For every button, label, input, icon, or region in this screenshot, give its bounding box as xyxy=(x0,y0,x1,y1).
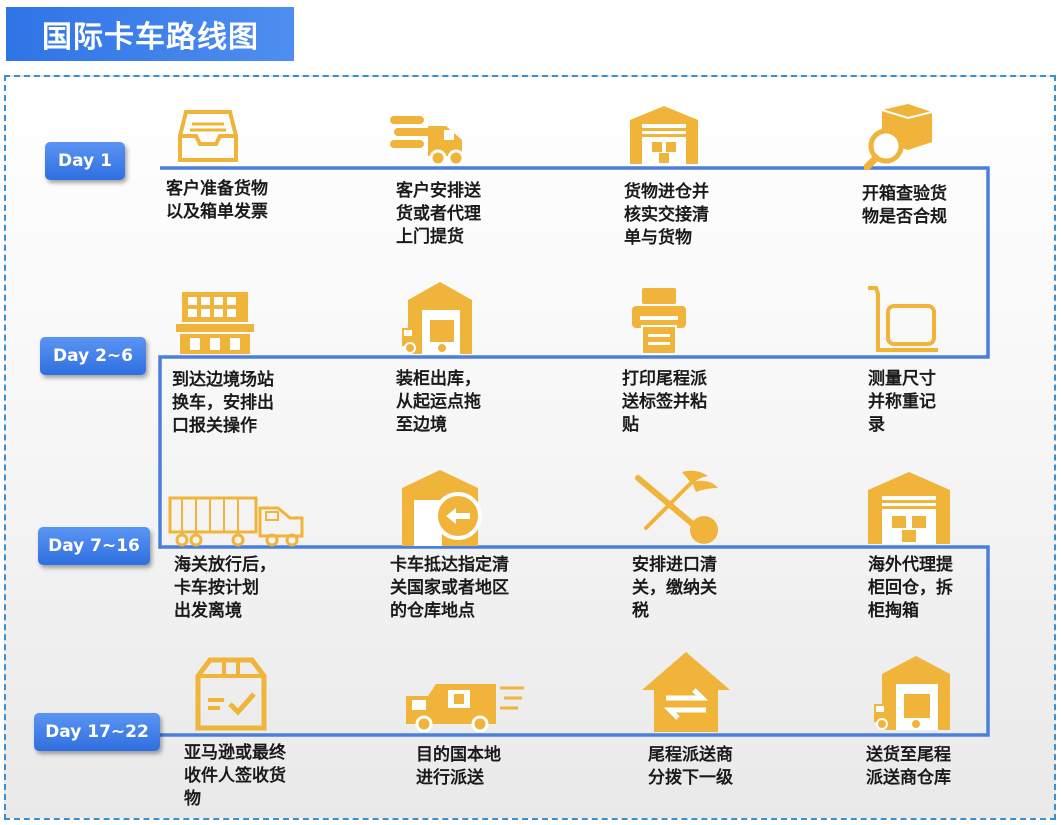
day-7-16-button: Day 7~16 xyxy=(38,527,150,565)
step-label: 送货至尾程 派送商仓库 xyxy=(866,745,951,788)
step-label: 目的国本地 进行派送 xyxy=(416,745,501,788)
scale-dolly-icon xyxy=(868,286,938,352)
day-17-22-button: Day 17~22 xyxy=(34,713,160,751)
box-search-icon xyxy=(864,104,933,170)
warehouse-icon xyxy=(630,106,698,164)
warehouse-truck-icon xyxy=(874,656,950,730)
step-label: 装柜出库， 从起运点拖 至边境 xyxy=(396,369,481,435)
step-label: 开箱查验货 物是否合规 xyxy=(862,184,947,227)
page-title: 国际卡车路线图 xyxy=(6,7,294,61)
step-label: 测量尺寸 并称重记 录 xyxy=(868,369,936,435)
house-exchange-icon xyxy=(642,652,730,732)
step-label: 卡车抵达指定清 关国家或者地区 的仓库地点 xyxy=(390,555,509,621)
delivery-truck-icon xyxy=(390,116,465,166)
delivery-van-icon xyxy=(406,684,524,732)
step-label: 安排进口清 关，缴纳关 税 xyxy=(632,555,717,621)
semi-truck-icon xyxy=(168,496,304,547)
inbox-tray-icon xyxy=(178,110,238,162)
day-1-button: Day 1 xyxy=(45,142,125,180)
step-label: 海关放行后， 卡车按计划 出发离境 xyxy=(174,555,276,621)
step-label: 海外代理提 柜回仓，拆 柜掏箱 xyxy=(868,555,953,621)
diagram-frame xyxy=(4,75,1056,820)
border-station-icon xyxy=(176,292,254,354)
warehouse-arrow-icon xyxy=(402,470,482,546)
warehouse-truck-icon xyxy=(402,282,472,354)
step-label: 到达边境场站 换车，安排出 口报关操作 xyxy=(172,370,274,436)
step-label: 亚马逊或最终 收件人签收货 物 xyxy=(184,743,286,809)
box-check-icon xyxy=(195,657,267,731)
warehouse-icon xyxy=(868,472,950,544)
step-label: 客户准备货物 以及箱单发票 xyxy=(166,179,268,222)
day-2-6-button: Day 2~6 xyxy=(40,337,146,375)
customs-caduceus-icon xyxy=(635,470,718,544)
step-label: 客户安排送 货或者代理 上门提货 xyxy=(396,181,481,247)
printer-icon xyxy=(632,288,686,355)
step-label: 货物进仓并 核实交接清 单与货物 xyxy=(624,182,709,248)
step-label: 尾程派送商 分拨下一级 xyxy=(648,745,733,788)
step-label: 打印尾程派 送标签并粘 贴 xyxy=(622,369,707,435)
